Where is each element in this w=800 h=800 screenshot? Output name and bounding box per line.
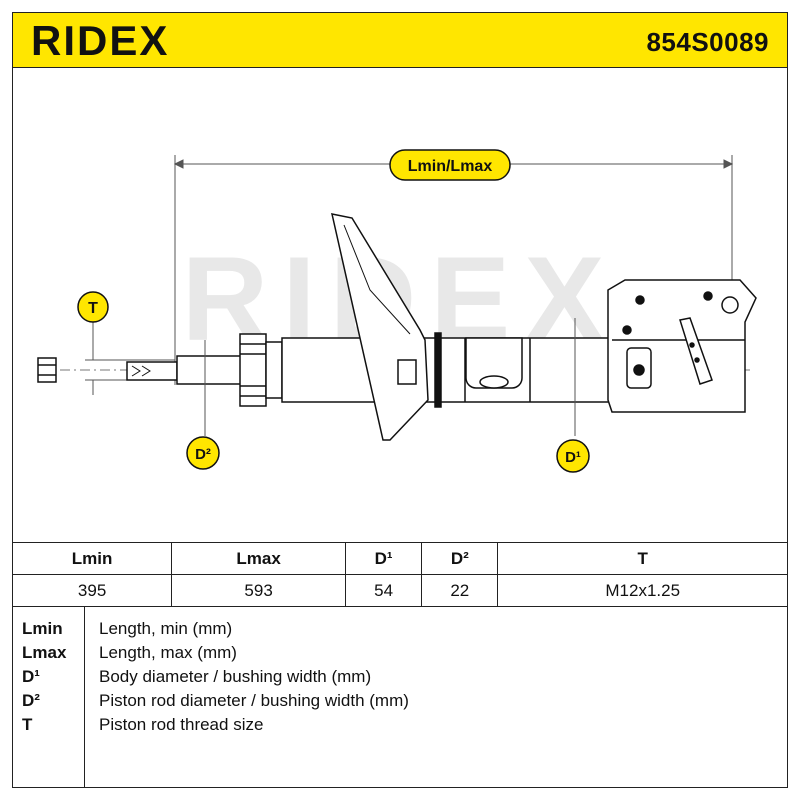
body-diameter-badge: D¹: [557, 440, 589, 472]
legend-key: T: [22, 715, 82, 735]
rod-diameter-badge-label: D²: [195, 446, 211, 463]
shock-absorber-diagram: RIDEX Lmin/Lmax T: [0, 0, 800, 542]
table-cell: M12x1.25: [498, 575, 788, 607]
table-header-cell: Lmin: [13, 543, 172, 575]
legend-desc: Body diameter / bushing width (mm): [99, 667, 371, 687]
legend-key: Lmin: [22, 619, 82, 639]
dimensions-table: Lmin Lmax D¹ D² T 395 593 54 22 M12x1.25: [12, 542, 788, 607]
knuckle-mount: [608, 280, 756, 412]
table-header-row: Lmin Lmax D¹ D² T: [13, 543, 788, 575]
table-cell: 593: [172, 575, 346, 607]
rod-seal-cap: [240, 334, 282, 406]
table-row: 395 593 54 22 M12x1.25: [13, 575, 788, 607]
table-header-cell: D²: [422, 543, 498, 575]
legend-divider: [84, 606, 85, 788]
thread-dimension: [85, 322, 175, 395]
legend-desc: Piston rod thread size: [99, 715, 263, 735]
thread-badge: T: [78, 292, 108, 322]
shock-body: [282, 333, 612, 407]
table-cell: 22: [422, 575, 498, 607]
legend-desc: Length, max (mm): [99, 643, 237, 663]
table-header-cell: Lmax: [172, 543, 346, 575]
hose-bracket: [466, 338, 522, 388]
table-cell: 395: [13, 575, 172, 607]
table-header-cell: T: [498, 543, 788, 575]
legend: Lmin Length, min (mm) Lmax Length, max (…: [12, 606, 788, 788]
nut: [38, 358, 56, 382]
length-badge-label: Lmin/Lmax: [408, 158, 493, 175]
legend-desc: Piston rod diameter / bushing width (mm): [99, 691, 409, 711]
legend-desc: Length, min (mm): [99, 619, 232, 639]
thread-badge-label: T: [88, 300, 98, 317]
legend-key: D²: [22, 691, 82, 711]
legend-key: D¹: [22, 667, 82, 687]
rod-diameter-badge: D²: [187, 437, 219, 469]
body-diameter-badge-label: D¹: [565, 449, 581, 466]
table-cell: 54: [345, 575, 421, 607]
length-badge: Lmin/Lmax: [390, 150, 510, 180]
legend-key: Lmax: [22, 643, 82, 663]
table-header-cell: D¹: [345, 543, 421, 575]
